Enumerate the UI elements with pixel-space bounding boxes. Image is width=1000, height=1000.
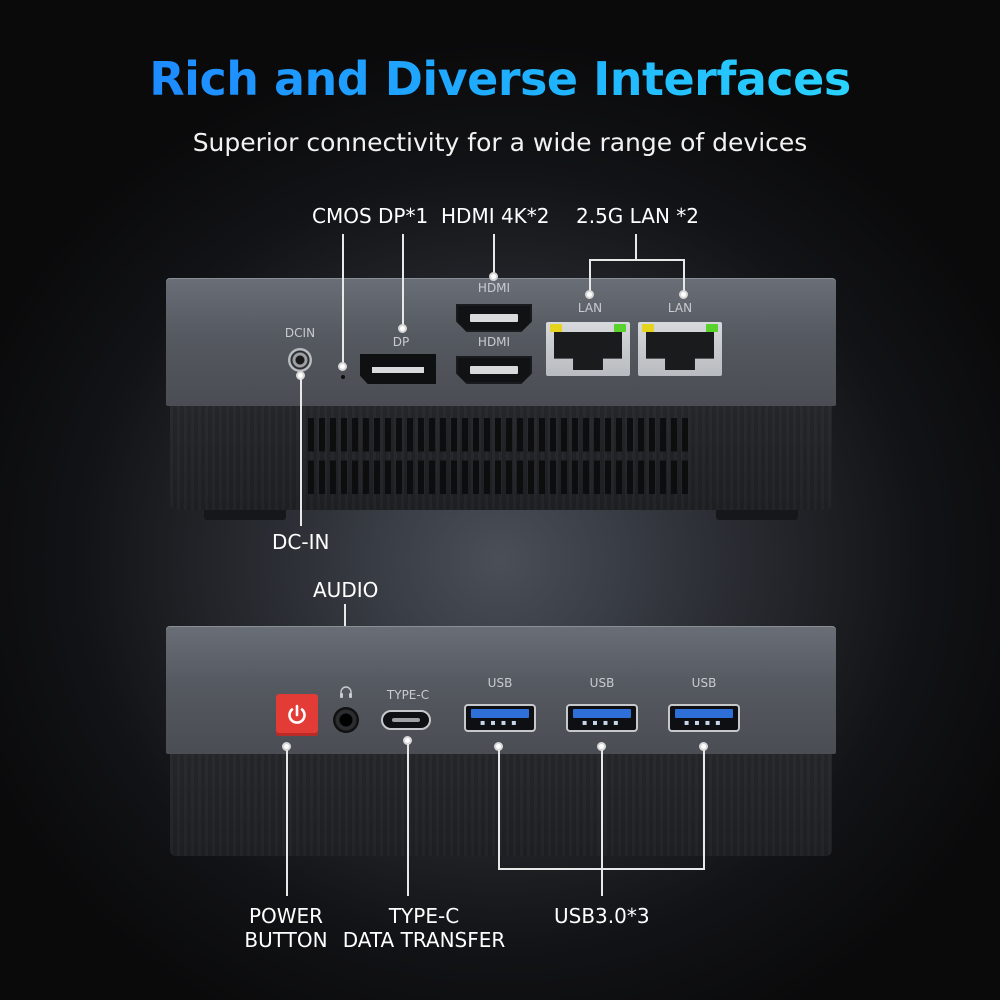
leader-dot-cmos — [338, 362, 347, 371]
usb-port-1[interactable]: ▪▪▪▪ — [464, 704, 536, 732]
leader-line-cmos — [342, 234, 344, 368]
callout-power-line1: POWER — [248, 904, 324, 928]
typec-port[interactable] — [381, 710, 431, 730]
lan-1-led-yellow — [550, 324, 562, 332]
callout-hdmi: HDMI 4K*2 — [441, 204, 550, 228]
headline: Rich and Diverse Interfaces — [0, 52, 1000, 106]
usb-port-2[interactable]: ▪▪▪▪ — [566, 704, 638, 732]
callout-audio: AUDIO — [313, 578, 379, 602]
lan-1-led-green — [614, 324, 626, 332]
pc-base-front — [170, 754, 832, 856]
headphone-icon — [340, 686, 352, 698]
pc-foot-left — [204, 510, 286, 520]
callout-typec-line1: TYPE-C — [388, 904, 460, 928]
callout-usb: USB3.0*3 — [554, 904, 650, 928]
lan-2-port-label: LAN — [667, 301, 693, 315]
callout-typec: TYPE-C DATA TRANSFER — [334, 904, 514, 952]
leader-line-lan-2 — [683, 259, 685, 295]
rear-panel: DCIN DP HDMI HDMI LAN LAN — [166, 278, 836, 406]
callout-lan: 2.5G LAN *2 — [576, 204, 699, 228]
usb-3-port-label: USB — [691, 676, 717, 690]
power-button[interactable] — [276, 694, 318, 736]
leader-dot-dp — [398, 324, 407, 333]
leader-line-usb-2 — [601, 750, 603, 896]
power-icon — [288, 704, 306, 724]
dp-port-label: DP — [392, 335, 410, 349]
callout-power: POWER BUTTON — [236, 904, 336, 952]
leader-dot-lan-2 — [679, 290, 688, 299]
lan-port-1[interactable] — [546, 322, 630, 376]
callout-typec-line2: DATA TRANSFER — [342, 928, 506, 952]
hdmi-top-port-label: HDMI — [477, 281, 511, 295]
lan-port-2[interactable] — [638, 322, 722, 376]
leader-line-usb-bar — [498, 868, 705, 870]
hdmi-port-top[interactable] — [456, 304, 532, 332]
usb-2-port-label: USB — [589, 676, 615, 690]
lan-2-socket — [646, 332, 714, 370]
pc-foot-right — [716, 510, 798, 520]
lan-1-socket — [554, 332, 622, 370]
front-panel: TYPE-C USB ▪▪▪▪ USB ▪▪▪▪ USB ▪▪▪▪ — [166, 626, 836, 754]
lan-1-port-label: LAN — [577, 301, 603, 315]
leader-line-lan-1 — [589, 259, 591, 295]
typec-port-label: TYPE-C — [386, 688, 430, 702]
leader-line-lan-stem — [635, 234, 637, 260]
displayport-port[interactable] — [360, 354, 436, 384]
usb-1-port-label: USB — [487, 676, 513, 690]
audio-jack[interactable] — [333, 707, 359, 733]
callout-cmos-dp: CMOS DP*1 — [312, 204, 429, 228]
leader-line-usb-3 — [703, 750, 705, 870]
leader-line-dp — [402, 234, 404, 328]
vent-grille — [308, 418, 688, 494]
leader-dot-lan-1 — [585, 290, 594, 299]
lan-2-led-yellow — [642, 324, 654, 332]
leader-line-usb-1 — [498, 750, 500, 870]
subheadline: Superior connectivity for a wide range o… — [192, 128, 808, 157]
callout-dcin: DC-IN — [272, 530, 330, 554]
leader-dot-hdmi — [489, 272, 498, 281]
leader-line-typec — [407, 744, 409, 896]
callout-power-line2: BUTTON — [244, 928, 328, 952]
hdmi-bottom-port-label: HDMI — [477, 335, 511, 349]
pc-base-rear — [170, 406, 832, 510]
dcin-port-label: DCIN — [284, 326, 316, 340]
cmos-reset-hole[interactable] — [341, 375, 345, 379]
usb-port-3[interactable]: ▪▪▪▪ — [668, 704, 740, 732]
leader-line-power — [286, 750, 288, 896]
dcin-port[interactable] — [288, 348, 312, 372]
leader-line-dcin — [300, 378, 302, 526]
hdmi-port-bottom[interactable] — [456, 356, 532, 384]
lan-2-led-green — [706, 324, 718, 332]
leader-line-lan-bar — [589, 259, 685, 261]
leader-line-hdmi — [493, 234, 495, 276]
